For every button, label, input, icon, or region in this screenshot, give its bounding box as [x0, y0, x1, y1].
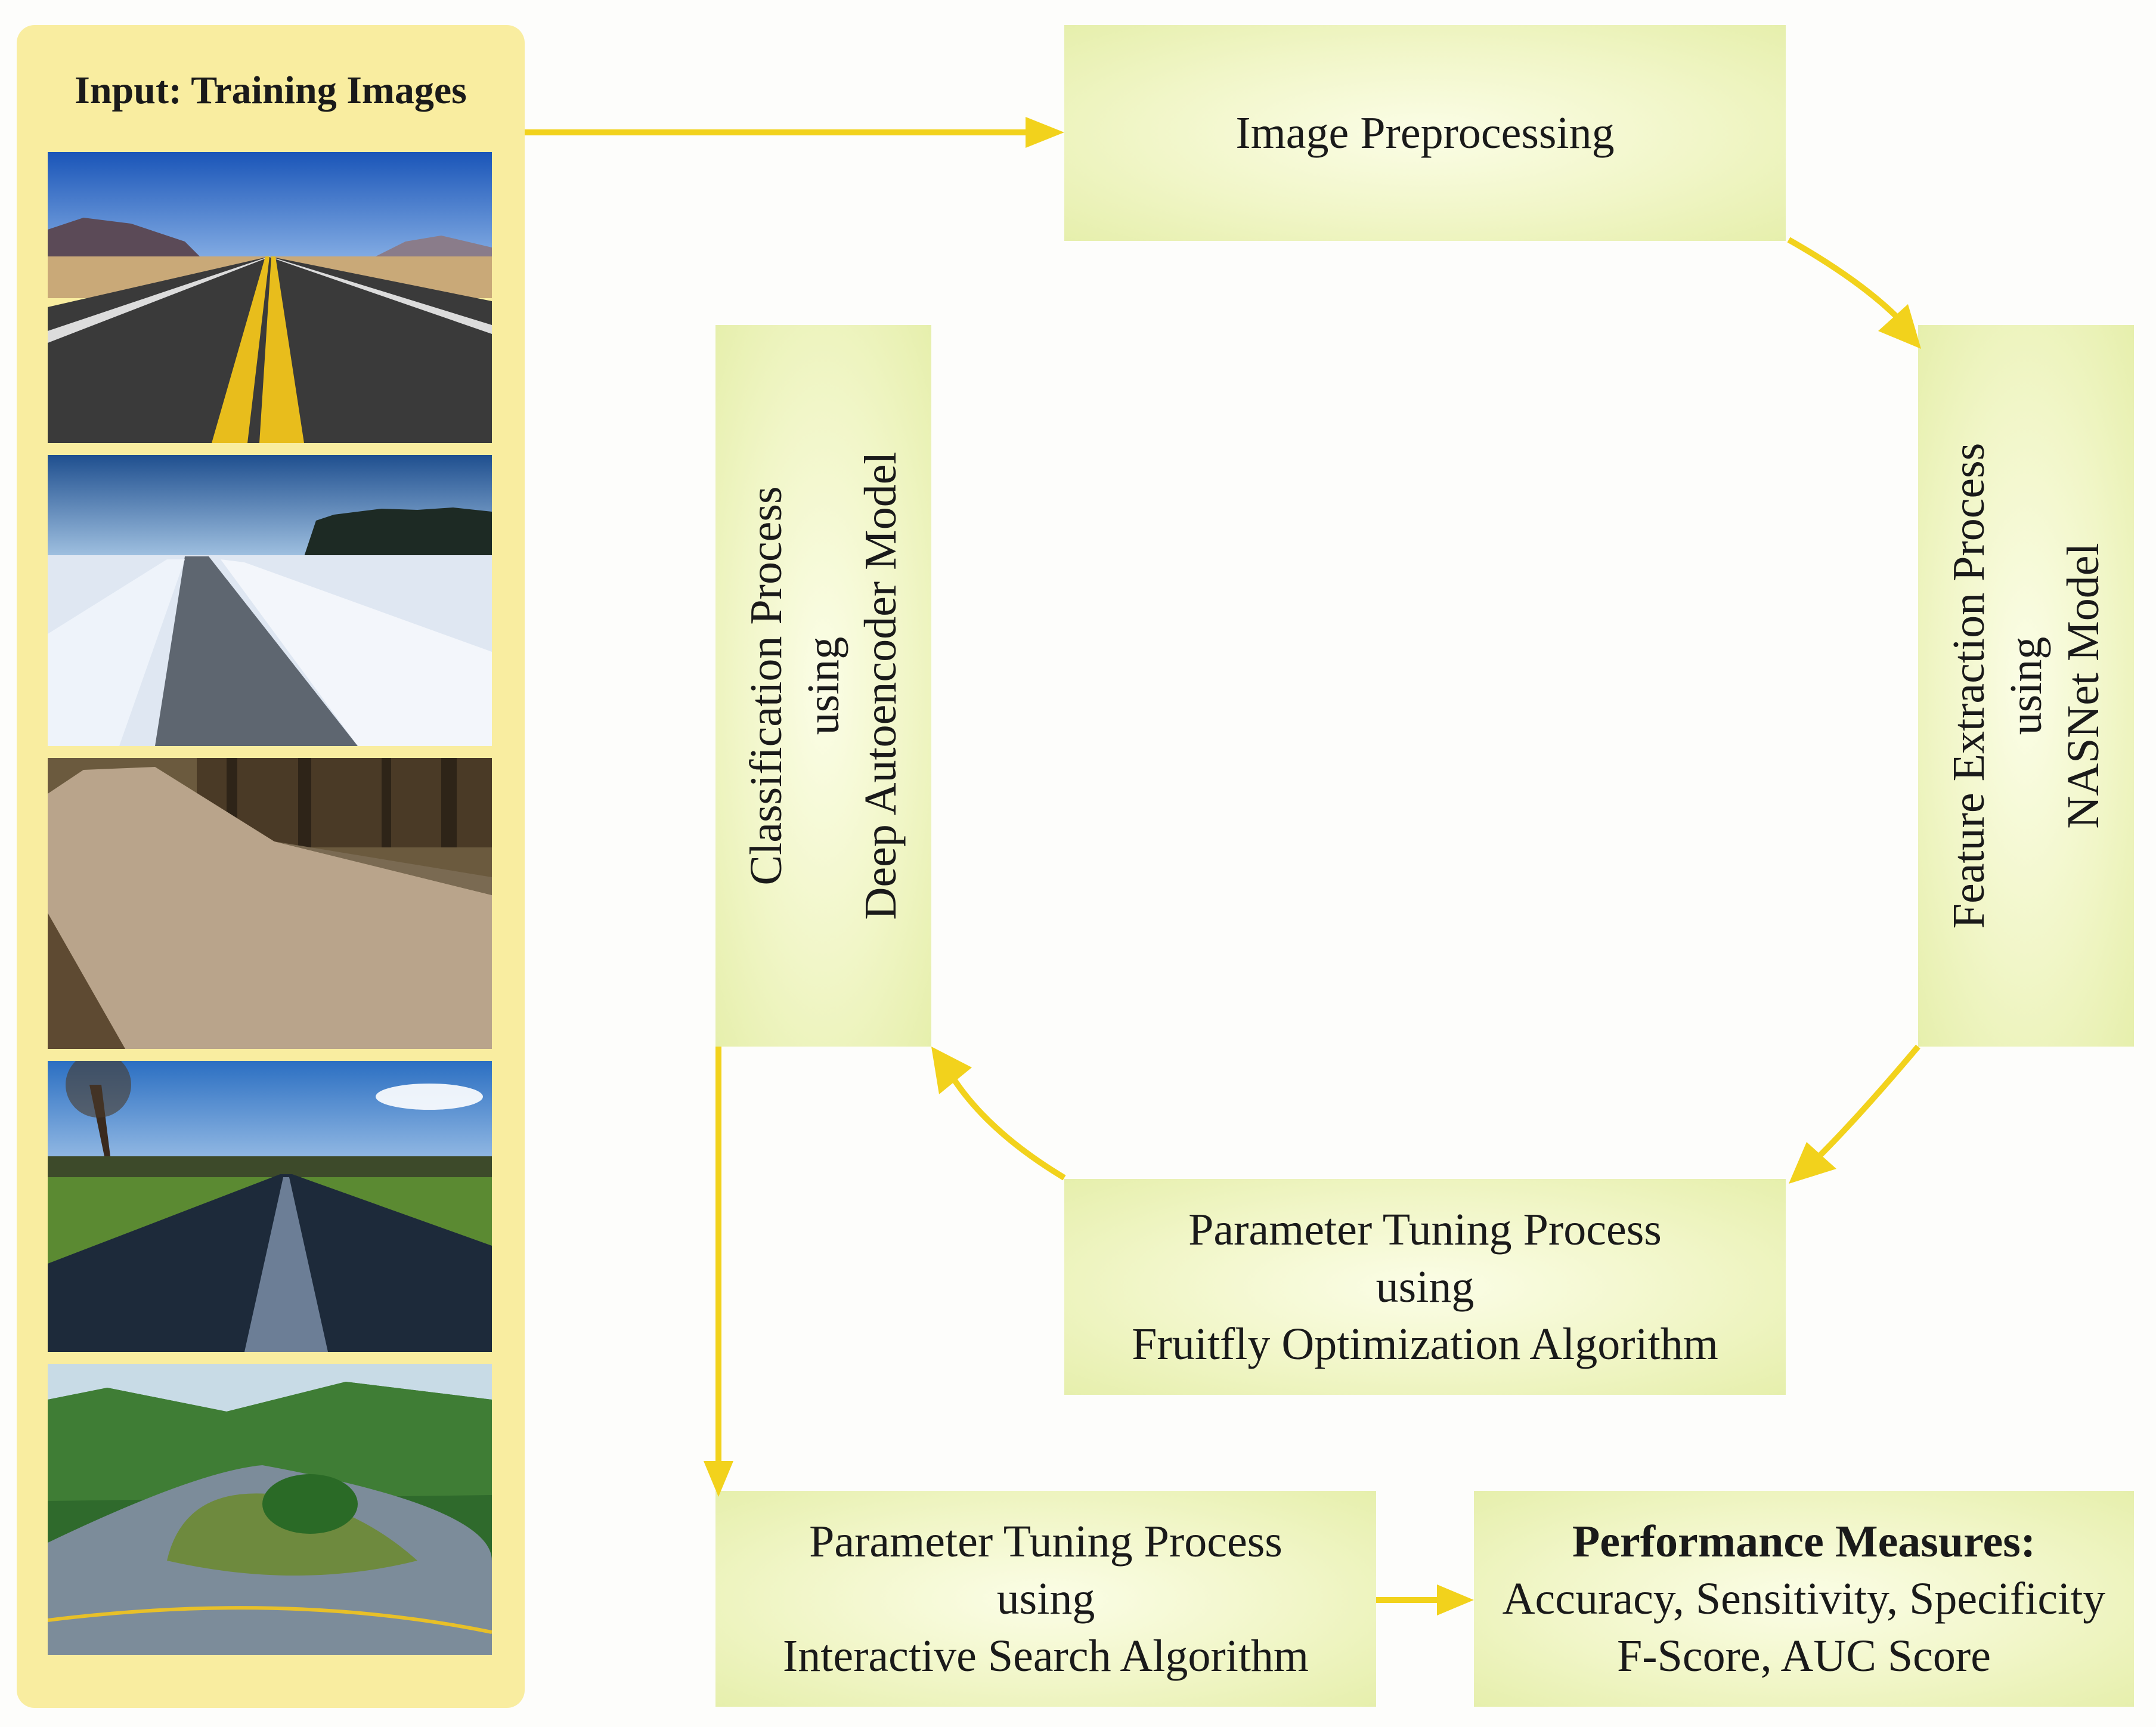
performance-measures-line2: F-Score, AUC Score [1617, 1631, 1991, 1681]
input-panel-title: Input: Training Images [75, 69, 467, 112]
dirt-road-photo [48, 758, 492, 1049]
arrow-preprocessing-to-feature [1787, 237, 1901, 321]
fruitfly-tuning-line1: Parameter Tuning Process [1188, 1205, 1662, 1255]
arrowhead-classification [931, 1047, 972, 1094]
arrow-feature-to-fruitfly [1816, 1044, 1920, 1159]
fruitfly-tuning-line2: using [1376, 1262, 1474, 1312]
performance-measures-line1: Accuracy, Sensitivity, Specificity [1502, 1574, 2106, 1624]
fruitfly-tuning-box: Parameter Tuning Process using Fruitfly … [1064, 1179, 1786, 1395]
interactive-tuning-line1: Parameter Tuning Process [809, 1516, 1283, 1567]
curved-road-photo [48, 1364, 492, 1655]
fruitfly-tuning-line3: Fruitfly Optimization Algorithm [1132, 1319, 1718, 1369]
performance-measures-title: Performance Measures: [1572, 1516, 2036, 1567]
arrow-fruitfly-to-classification [951, 1078, 1066, 1181]
image-preprocessing-label: Image Preprocessing [1235, 108, 1615, 158]
interactive-tuning-line3: Interactive Search Algorithm [782, 1631, 1309, 1681]
arrowhead-preprocessing [1026, 117, 1064, 148]
interactive-tuning-box: Parameter Tuning Process using Interacti… [715, 1491, 1376, 1707]
feature-extraction-box: Feature Extraction Process using NASNet … [1918, 325, 2134, 1047]
classification-box: Classification Process using Deep Autoen… [715, 325, 931, 1047]
wet-road-photo [48, 1061, 492, 1352]
paved-road-photo [48, 152, 492, 443]
arrowhead-performance [1437, 1584, 1474, 1615]
snow-road-photo [48, 455, 492, 746]
image-preprocessing-box: Image Preprocessing [1064, 25, 1786, 241]
arrowhead-feature [1878, 304, 1921, 349]
arrowhead-interactive [704, 1461, 733, 1497]
arrowhead-fruitfly [1789, 1142, 1836, 1184]
interactive-tuning-line2: using [996, 1574, 1095, 1624]
performance-measures-box: Performance Measures: Accuracy, Sensitiv… [1474, 1491, 2134, 1707]
